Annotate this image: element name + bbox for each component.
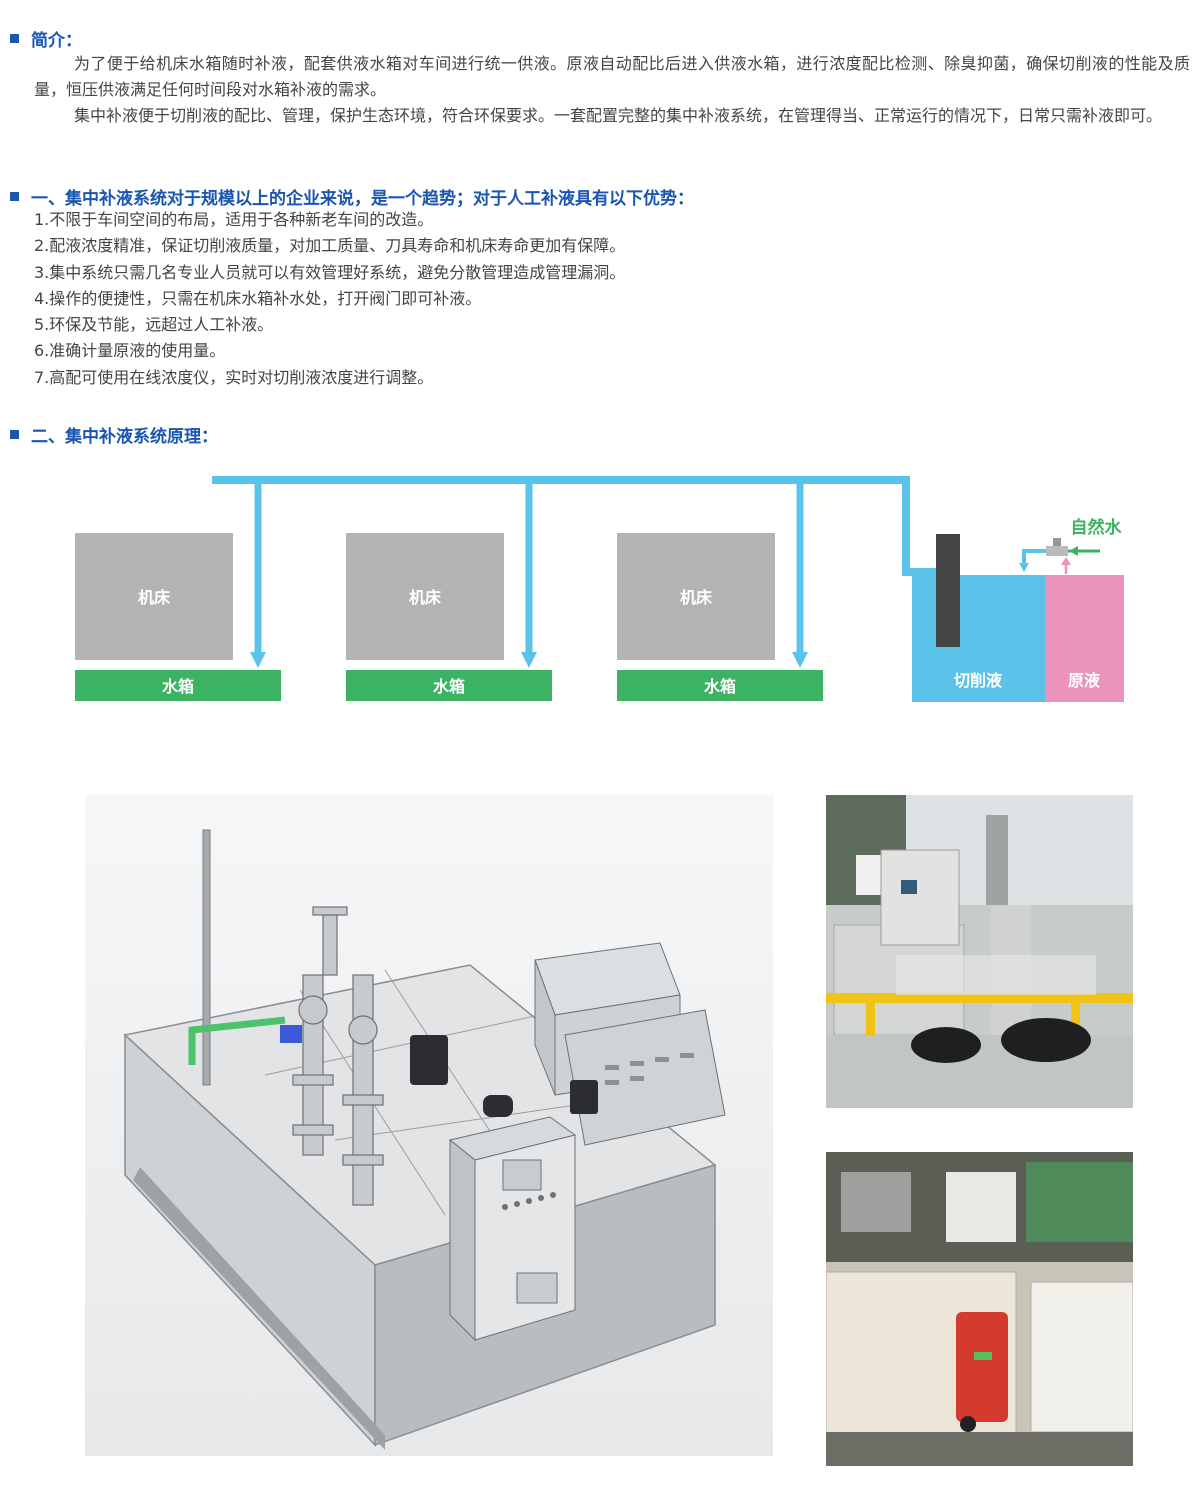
advantages-list: 1.不限于车间空间的布局，适用于各种新老车间的改造。 2.配液浓度精准，保证切削… — [34, 207, 625, 391]
pump-column — [936, 534, 960, 647]
tank-label: 水箱 — [433, 677, 465, 696]
machine-label: 机床 — [680, 588, 713, 607]
intro-heading-text: 简介： — [31, 31, 82, 51]
arrow-down-icon — [250, 652, 266, 668]
list-item: 2.配液浓度精准，保证切削液质量，对加工质量、刀具寿命和机床寿命更加有保障。 — [34, 236, 626, 256]
water-tank-2: 水箱 — [346, 670, 552, 701]
list-item: 1.不限于车间空间的布局，适用于各种新老车间的改造。 — [34, 210, 434, 229]
intro-paragraph-2: 集中补液便于切削液的配比、管理，保护生态环境，符合环保要求。一套配置完整的集中补… — [74, 106, 1163, 125]
tank-label: 水箱 — [704, 677, 736, 696]
advantages-heading: 一、集中补液系统对于规模以上的企业来说，是一个趋势；对于人工补液具有以下优势： — [10, 184, 694, 209]
bullet-square-icon — [10, 430, 19, 439]
advantages-heading-text: 一、集中补液系统对于规模以上的企业来说，是一个趋势；对于人工补液具有以下优势： — [31, 189, 694, 209]
list-item: 6.准确计量原液的使用量。 — [34, 341, 226, 361]
list-item: 5.环保及节能，远超过人工补液。 — [34, 315, 274, 335]
arrow-up-icon — [1061, 557, 1071, 565]
arrow-left-icon — [1069, 546, 1078, 556]
machine-2: 机床 — [346, 533, 504, 660]
concentrate-tank: 原液 — [1045, 575, 1124, 702]
workshop-photo-1 — [826, 795, 1133, 1108]
machine-1: 机床 — [75, 533, 233, 660]
mixing-pipe — [1019, 538, 1100, 574]
bullet-square-icon — [10, 34, 19, 43]
water-tank-1: 水箱 — [75, 670, 281, 701]
workshop-photo-2 — [826, 1152, 1133, 1466]
system-3d-model-image — [85, 795, 773, 1456]
arrow-down-icon — [1019, 563, 1029, 572]
natural-water-label: 自然水 — [1071, 517, 1123, 538]
intro-heading: 简介： — [10, 26, 82, 51]
arrow-down-icon — [521, 652, 537, 668]
tank-label: 水箱 — [162, 677, 194, 696]
supply-pipe — [212, 476, 936, 576]
concentrate-label: 原液 — [1068, 671, 1101, 690]
system-principle-diagram: 机床 机床 机床 水箱 水箱 水箱 切削液 原液 自然水 — [75, 476, 1124, 702]
list-item: 7.高配可使用在线浓度仪，实时对切削液浓度进行调整。 — [34, 367, 434, 387]
water-tank-3: 水箱 — [617, 670, 823, 701]
intro-paragraph-1: 为了便于给机床水箱随时补液，配套供液水箱对车间进行统一供液。原液自动配比后进入供… — [34, 54, 1190, 99]
arrow-down-icon — [792, 652, 808, 668]
cutting-fluid-tank: 切削液 — [912, 575, 1045, 702]
list-item: 4.操作的便捷性，只需在机床水箱补水处，打开阀门即可补液。 — [34, 288, 482, 308]
principle-heading: 二、集中补液系统原理： — [10, 422, 218, 447]
bullet-square-icon — [10, 192, 19, 201]
machine-3: 机床 — [617, 533, 775, 660]
machine-label: 机床 — [409, 588, 442, 607]
cutting-fluid-label: 切削液 — [954, 671, 1003, 690]
principle-heading-text: 二、集中补液系统原理： — [31, 427, 218, 447]
list-item: 3.集中系统只需几名专业人员就可以有效管理好系统，避免分散管理造成管理漏洞。 — [34, 262, 626, 282]
machine-label: 机床 — [138, 588, 171, 607]
